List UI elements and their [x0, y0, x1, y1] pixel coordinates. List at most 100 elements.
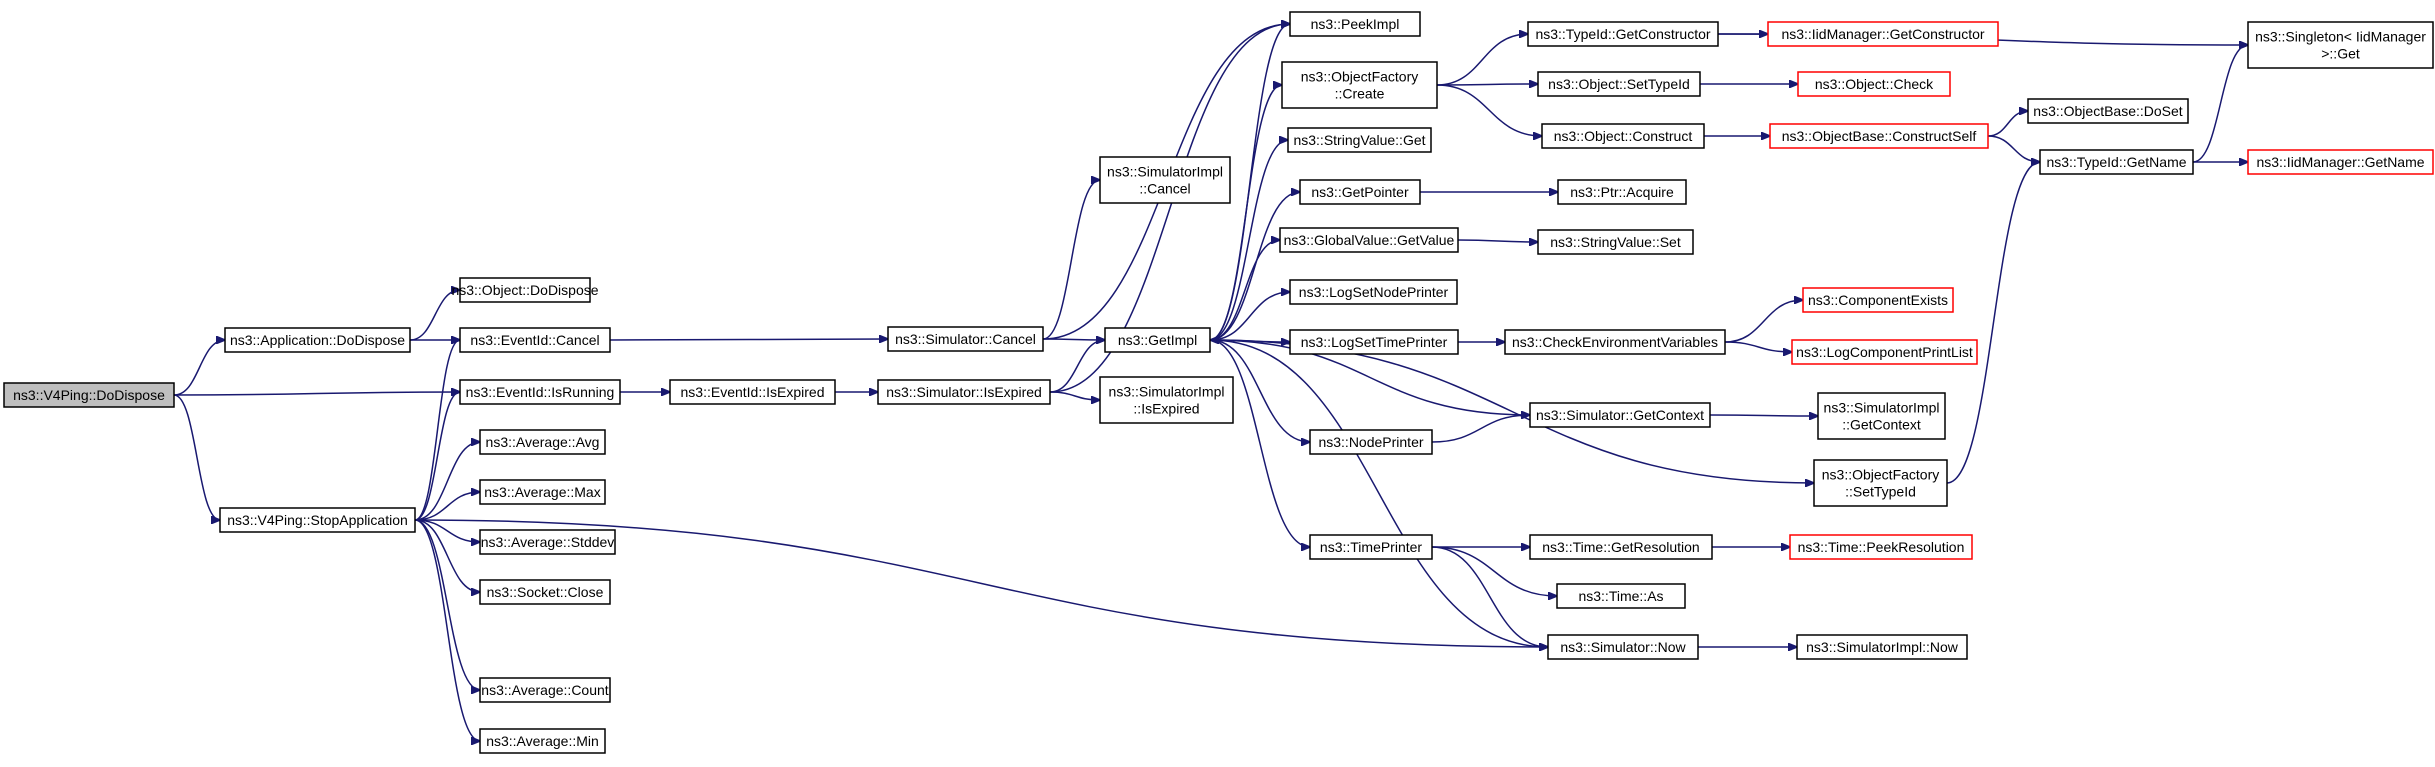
node-box-eventCancel[interactable]	[459, 327, 611, 353]
node-simImplIsExpired[interactable]: ns3::SimulatorImpl::IsExpired	[1099, 376, 1234, 424]
node-objConstruct[interactable]: ns3::Object::Construct	[1541, 123, 1705, 149]
node-box-avgCount[interactable]	[479, 677, 611, 703]
node-eventIsExpired[interactable]: ns3::EventId::IsExpired	[669, 379, 836, 405]
node-timeAs[interactable]: ns3::Time::As	[1556, 583, 1686, 609]
node-box-root[interactable]	[3, 382, 175, 408]
node-box-typeIdGetName[interactable]	[2039, 149, 2194, 175]
node-objFactoryCreate[interactable]: ns3::ObjectFactory::Create	[1281, 61, 1438, 109]
node-box-objConstruct[interactable]	[1541, 123, 1705, 149]
node-nodePrinter[interactable]: ns3::NodePrinter	[1309, 429, 1433, 455]
node-avgAvg[interactable]: ns3::Average::Avg	[479, 429, 606, 455]
node-box-simGetContext[interactable]	[1529, 402, 1711, 428]
node-box-logSetNodePrinter[interactable]	[1289, 279, 1458, 305]
node-box-getPointer[interactable]	[1299, 179, 1421, 205]
node-avgStddev[interactable]: ns3::Average::Stddev	[479, 529, 616, 555]
node-box-objDoDispose[interactable]	[459, 277, 591, 303]
node-eventIsRunning[interactable]: ns3::EventId::IsRunning	[459, 379, 621, 405]
node-box-avgStddev[interactable]	[479, 529, 616, 555]
node-box-stringValueGet[interactable]	[1287, 127, 1432, 153]
node-box-componentExists[interactable]	[1802, 287, 1954, 313]
node-objBaseDoSet[interactable]: ns3::ObjectBase::DoSet	[2027, 98, 2189, 124]
node-box-simImplGetContext[interactable]	[1817, 392, 1946, 440]
node-simGetContext[interactable]: ns3::Simulator::GetContext	[1529, 402, 1711, 428]
node-simImplCancel[interactable]: ns3::SimulatorImpl::Cancel	[1099, 156, 1231, 204]
node-box-simImplIsExpired[interactable]	[1099, 376, 1234, 424]
node-objBaseConstructSelf[interactable]: ns3::ObjectBase::ConstructSelf	[1769, 123, 1989, 149]
node-appDoDispose[interactable]: ns3::Application::DoDispose	[224, 327, 411, 353]
node-box-objFactorySetTypeId[interactable]	[1813, 459, 1948, 507]
node-socketClose[interactable]: ns3::Socket::Close	[479, 579, 611, 605]
node-box-ptrAcquire[interactable]	[1557, 179, 1687, 205]
node-box-objBaseDoSet[interactable]	[2027, 98, 2189, 124]
node-simNow[interactable]: ns3::Simulator::Now	[1547, 634, 1699, 660]
node-objSetTypeId[interactable]: ns3::Object::SetTypeId	[1537, 71, 1701, 97]
node-box-peekImpl[interactable]	[1289, 11, 1421, 37]
node-objFactorySetTypeId[interactable]: ns3::ObjectFactory::SetTypeId	[1813, 459, 1948, 507]
node-box-simImplNow[interactable]	[1796, 634, 1968, 660]
node-box-logComponentPrintList[interactable]	[1791, 339, 1978, 365]
node-typeIdGetName[interactable]: ns3::TypeId::GetName	[2039, 149, 2194, 175]
node-timePeekResolution[interactable]: ns3::Time::PeekResolution	[1789, 534, 1973, 560]
node-iidGetName[interactable]: ns3::IidManager::GetName	[2247, 149, 2434, 175]
node-box-timeGetResolution[interactable]	[1529, 534, 1713, 560]
node-ptrAcquire[interactable]: ns3::Ptr::Acquire	[1557, 179, 1687, 205]
node-box-avgMax[interactable]	[479, 479, 606, 505]
node-logSetNodePrinter[interactable]: ns3::LogSetNodePrinter	[1289, 279, 1458, 305]
node-box-appDoDispose[interactable]	[224, 327, 411, 353]
node-timePrinter[interactable]: ns3::TimePrinter	[1309, 534, 1433, 560]
node-root[interactable]: ns3::V4Ping::DoDispose	[3, 382, 175, 408]
node-stopApp[interactable]: ns3::V4Ping::StopApplication	[219, 507, 416, 533]
node-eventCancel[interactable]: ns3::EventId::Cancel	[459, 327, 611, 353]
node-globalValueGetValue[interactable]: ns3::GlobalValue::GetValue	[1279, 227, 1459, 253]
node-getPointer[interactable]: ns3::GetPointer	[1299, 179, 1421, 205]
node-box-checkEnvVars[interactable]	[1504, 329, 1726, 355]
node-simImplGetContext[interactable]: ns3::SimulatorImpl::GetContext	[1817, 392, 1946, 440]
node-box-globalValueGetValue[interactable]	[1279, 227, 1459, 253]
node-logSetTimePrinter[interactable]: ns3::LogSetTimePrinter	[1289, 329, 1459, 355]
node-box-objSetTypeId[interactable]	[1537, 71, 1701, 97]
node-box-logSetTimePrinter[interactable]	[1289, 329, 1459, 355]
node-box-simNow[interactable]	[1547, 634, 1699, 660]
node-peekImpl[interactable]: ns3::PeekImpl	[1289, 11, 1421, 37]
node-box-objFactoryCreate[interactable]	[1281, 61, 1438, 109]
node-simImplNow[interactable]: ns3::SimulatorImpl::Now	[1796, 634, 1968, 660]
node-objDoDispose[interactable]: ns3::Object::DoDispose	[451, 277, 599, 303]
node-stringValueSet[interactable]: ns3::StringValue::Set	[1537, 229, 1694, 255]
node-simIsExpired[interactable]: ns3::Simulator::IsExpired	[877, 379, 1051, 405]
node-box-avgMin[interactable]	[479, 728, 606, 754]
node-box-stopApp[interactable]	[219, 507, 416, 533]
node-box-iidGetConstructor[interactable]	[1767, 21, 1999, 47]
node-objCheck[interactable]: ns3::Object::Check	[1797, 71, 1951, 97]
node-stringValueGet[interactable]: ns3::StringValue::Get	[1287, 127, 1432, 153]
node-avgCount[interactable]: ns3::Average::Count	[479, 677, 611, 703]
node-box-timeAs[interactable]	[1556, 583, 1686, 609]
node-box-simImplCancel[interactable]	[1099, 156, 1231, 204]
node-box-objCheck[interactable]	[1797, 71, 1951, 97]
node-logComponentPrintList[interactable]: ns3::LogComponentPrintList	[1791, 339, 1978, 365]
node-componentExists[interactable]: ns3::ComponentExists	[1802, 287, 1954, 313]
node-box-simCancel[interactable]	[887, 326, 1044, 352]
node-avgMin[interactable]: ns3::Average::Min	[479, 728, 606, 754]
node-avgMax[interactable]: ns3::Average::Max	[479, 479, 606, 505]
node-iidGetConstructor[interactable]: ns3::IidManager::GetConstructor	[1767, 21, 1999, 47]
node-box-timePeekResolution[interactable]	[1789, 534, 1973, 560]
node-box-typeIdGetConstructor[interactable]	[1527, 21, 1719, 47]
node-box-iidGetName[interactable]	[2247, 149, 2434, 175]
node-box-eventIsExpired[interactable]	[669, 379, 836, 405]
node-box-simIsExpired[interactable]	[877, 379, 1051, 405]
node-box-objBaseConstructSelf[interactable]	[1769, 123, 1989, 149]
node-box-timePrinter[interactable]	[1309, 534, 1433, 560]
node-box-socketClose[interactable]	[479, 579, 611, 605]
node-box-singletonGet[interactable]	[2247, 21, 2434, 69]
node-box-getImpl[interactable]	[1104, 327, 1211, 353]
node-simCancel[interactable]: ns3::Simulator::Cancel	[887, 326, 1044, 352]
node-checkEnvVars[interactable]: ns3::CheckEnvironmentVariables	[1504, 329, 1726, 355]
node-box-nodePrinter[interactable]	[1309, 429, 1433, 455]
node-box-avgAvg[interactable]	[479, 429, 606, 455]
node-timeGetResolution[interactable]: ns3::Time::GetResolution	[1529, 534, 1713, 560]
node-singletonGet[interactable]: ns3::Singleton< IidManager >::Get	[2247, 21, 2434, 69]
node-box-stringValueSet[interactable]	[1537, 229, 1694, 255]
node-getImpl[interactable]: ns3::GetImpl	[1104, 327, 1211, 353]
node-typeIdGetConstructor[interactable]: ns3::TypeId::GetConstructor	[1527, 21, 1719, 47]
node-box-eventIsRunning[interactable]	[459, 379, 621, 405]
